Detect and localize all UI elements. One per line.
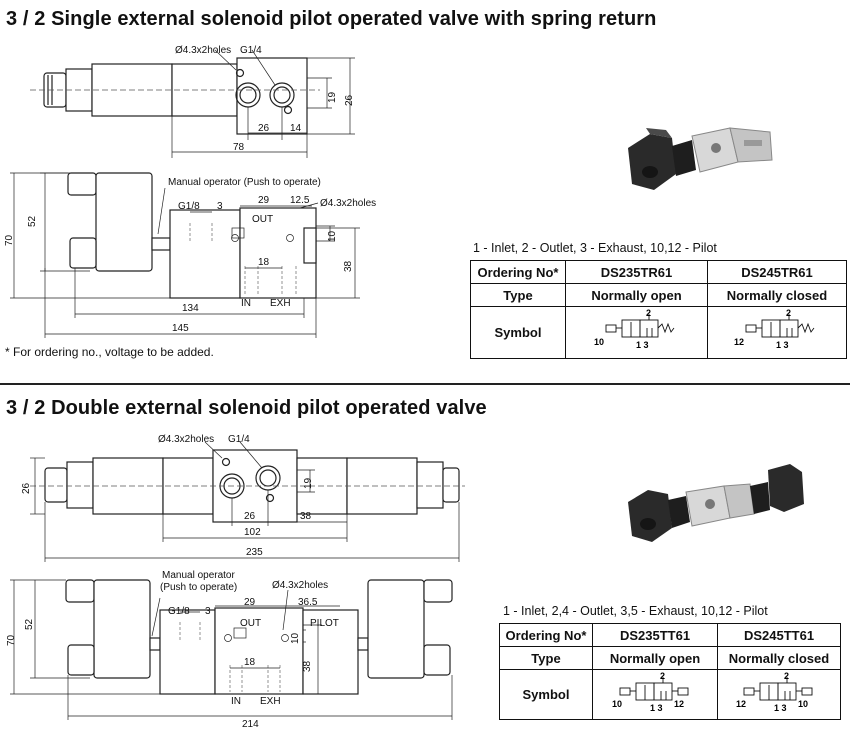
dim-3: 3	[217, 201, 223, 212]
header-cell: DS245TT61	[717, 623, 841, 647]
side-view-drawing-2: Manual operator (Push to operate) Ø4.3x2…	[6, 570, 453, 730]
type-value: Normally closed	[717, 646, 841, 670]
in-label: IN	[231, 696, 241, 707]
svg-text:10: 10	[798, 699, 808, 709]
svg-text:12: 12	[736, 699, 746, 709]
dim-70: 70	[4, 234, 15, 246]
ordering-footnote: * For ordering no., voltage to be added.	[5, 345, 214, 359]
valve-photo-double	[628, 464, 804, 542]
holes-label: Ø4.3x2holes	[272, 580, 328, 591]
top-view-drawing-1: Ø4.3x2holes G1/4 19 26 26 14 78	[30, 45, 355, 158]
side-view-drawing-1: Manual operator (Push to operate) G1/8 3…	[4, 172, 376, 338]
section-divider	[0, 383, 850, 385]
valve-photo-single	[628, 127, 773, 190]
header-cell: DS235TT61	[592, 623, 718, 647]
out-label: OUT	[252, 214, 273, 225]
svg-text:2: 2	[660, 671, 665, 681]
holes-label: Ø4.3x2holes	[158, 434, 214, 445]
dim-10: 10	[327, 230, 338, 242]
svg-text:1 3: 1 3	[774, 703, 787, 713]
dim-134: 134	[182, 303, 199, 314]
header-cell: DS235TR61	[565, 260, 708, 284]
dim-3: 3	[205, 606, 211, 617]
dim-235: 235	[246, 547, 263, 558]
valve-symbol-no: 2 10 1 3	[594, 308, 674, 350]
dim-38: 38	[302, 660, 313, 672]
dim-102: 102	[244, 527, 261, 538]
symbol-cell: 2 12 1 3	[707, 306, 847, 359]
svg-text:10: 10	[612, 699, 622, 709]
svg-text:2: 2	[786, 308, 791, 318]
symbol-label: Symbol	[470, 306, 566, 359]
svg-text:1 3: 1 3	[636, 340, 649, 350]
dim-19: 19	[327, 91, 338, 103]
dim-10: 10	[290, 632, 301, 644]
svg-text:12: 12	[674, 699, 684, 709]
ports-note-2: 1 - Inlet, 2,4 - Outlet, 3,5 - Exhaust, …	[503, 604, 768, 618]
header-cell: Ordering No*	[470, 260, 566, 284]
port-label: G1/4	[228, 434, 250, 445]
top-view-drawing-2: Ø4.3x2holes G1/4 26 19 26 38 102 235	[21, 434, 465, 562]
svg-text:2: 2	[646, 308, 651, 318]
exh-label: EXH	[260, 696, 281, 707]
valve-symbol-nc: 2 12 10 1 3	[736, 671, 813, 713]
type-value: Normally closed	[707, 283, 847, 307]
svg-text:1 3: 1 3	[650, 703, 663, 713]
svg-text:2: 2	[784, 671, 789, 681]
dim-36-5: 36.5	[298, 597, 318, 608]
dim-26: 26	[244, 511, 256, 522]
dim-19: 19	[303, 477, 314, 489]
svg-text:10: 10	[594, 337, 604, 347]
dim-214: 214	[242, 719, 259, 730]
holes-label: Ø4.3x2holes	[320, 198, 376, 209]
symbol-cell: 2 10 12 1 3	[592, 669, 718, 720]
dim-29: 29	[244, 597, 256, 608]
dim-52: 52	[27, 215, 38, 227]
ports-note-1: 1 - Inlet, 2 - Outlet, 3 - Exhaust, 10,1…	[473, 241, 717, 255]
dim-70: 70	[6, 634, 17, 646]
type-value: Normally open	[592, 646, 718, 670]
type-value: Normally open	[565, 283, 708, 307]
symbol-label: Symbol	[499, 669, 593, 720]
manual-operator-label: Manual operator	[162, 570, 235, 581]
valve-symbol-nc: 2 12 1 3	[734, 308, 815, 350]
holes-label: Ø4.3x2holes	[175, 45, 231, 56]
section1-title: 3 / 2 Single external solenoid pilot ope…	[6, 8, 657, 30]
manual-operator-label: Manual operator (Push to operate)	[168, 177, 321, 188]
dim-14: 14	[290, 123, 302, 134]
dim-78: 78	[233, 142, 245, 153]
manual-operator-note: (Push to operate)	[160, 582, 237, 593]
symbol-cell: 2 12 10 1 3	[717, 669, 841, 720]
dim-145: 145	[172, 323, 189, 334]
dim-12-5: 12.5	[290, 195, 310, 206]
port-label: G1/4	[240, 45, 262, 56]
type-label: Type	[499, 646, 593, 670]
pilot-label: PILOT	[310, 618, 339, 629]
dim-38: 38	[343, 260, 354, 272]
g18-label: G1/8	[168, 606, 190, 617]
dim-38: 38	[300, 511, 312, 522]
section2-title: 3 / 2 Double external solenoid pilot ope…	[6, 397, 487, 419]
dim-29: 29	[258, 195, 270, 206]
svg-text:12: 12	[734, 337, 744, 347]
dim-52: 52	[24, 618, 35, 630]
svg-text:1 3: 1 3	[776, 340, 789, 350]
spec-table-2: Ordering No* DS235TT61 DS245TT61 Type No…	[499, 623, 841, 720]
out-label: OUT	[240, 618, 261, 629]
dim-26-vert: 26	[344, 94, 355, 106]
dim-18: 18	[244, 657, 256, 668]
type-label: Type	[470, 283, 566, 307]
valve-symbol-no: 2 10 12 1 3	[612, 671, 689, 713]
in-label: IN	[241, 298, 251, 309]
exh-label: EXH	[270, 298, 291, 309]
dim-26: 26	[258, 123, 270, 134]
header-cell: Ordering No*	[499, 623, 593, 647]
spec-table-1: Ordering No* DS235TR61 DS245TR61 Type No…	[470, 260, 847, 359]
dim-26-vert: 26	[21, 482, 32, 494]
header-cell: DS245TR61	[707, 260, 847, 284]
dim-18: 18	[258, 257, 270, 268]
symbol-cell: 2 10 1 3	[565, 306, 708, 359]
g18-label: G1/8	[178, 201, 200, 212]
